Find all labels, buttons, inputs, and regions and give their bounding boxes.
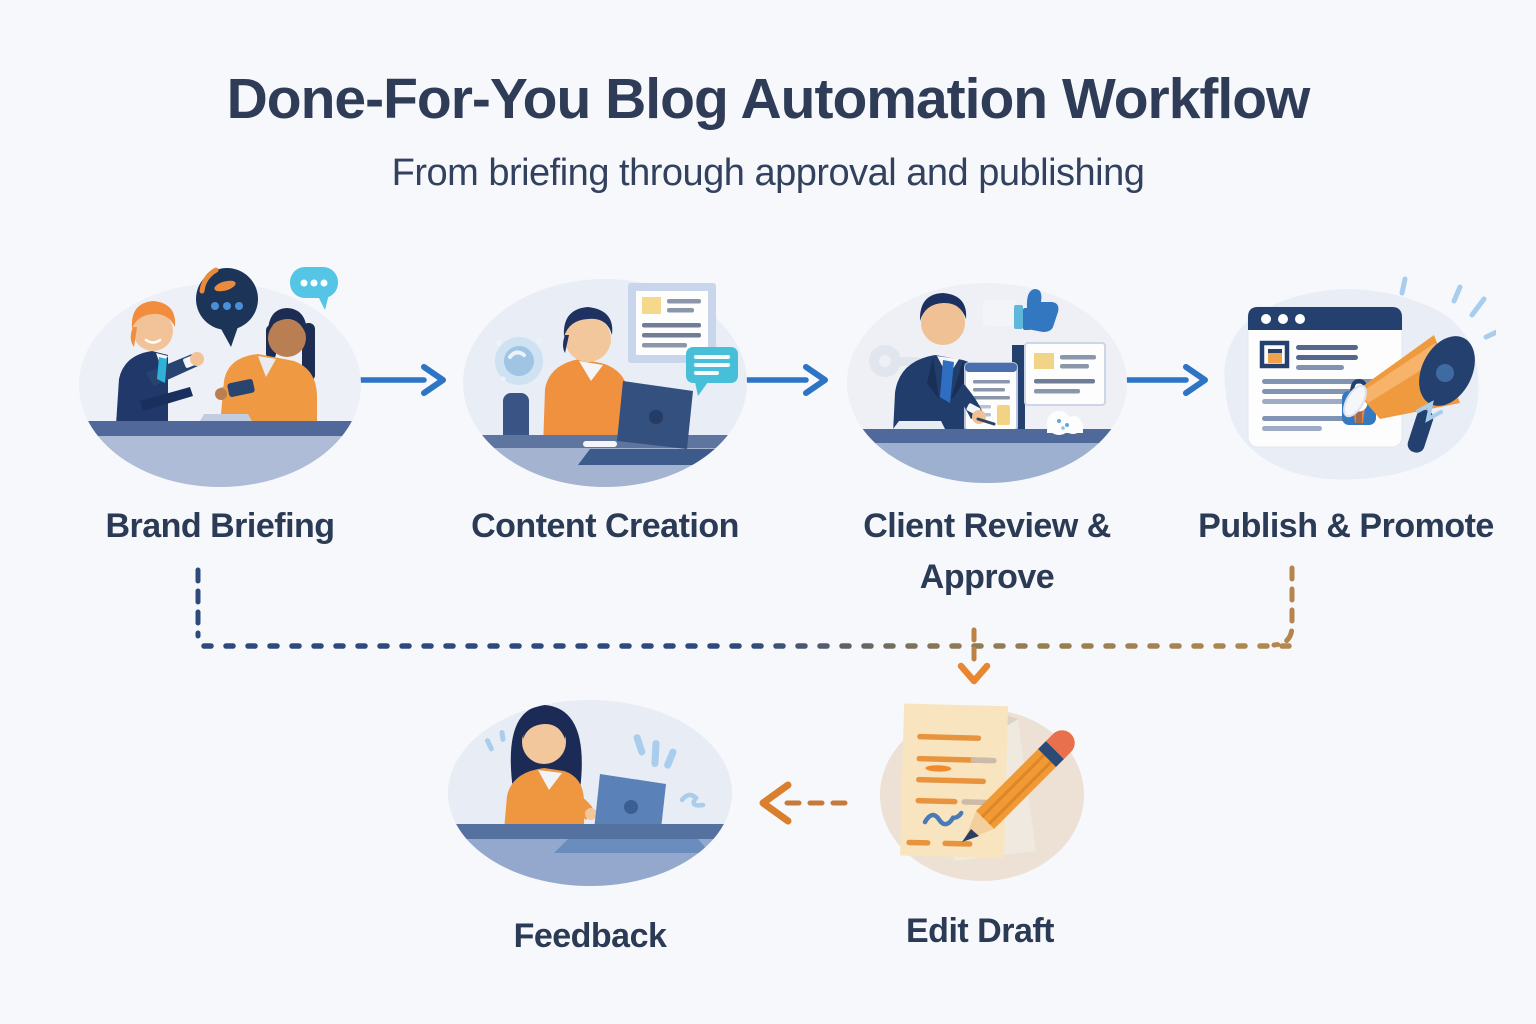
speech-bubble-dark-icon <box>196 267 258 347</box>
laptop-icon <box>578 381 729 465</box>
feedback-illustration <box>448 700 732 886</box>
document-panel <box>628 283 716 363</box>
edit-draft-illustration <box>880 703 1084 881</box>
edit-draft-drop-arrow <box>957 627 991 685</box>
thumbs-up-icon <box>983 289 1059 332</box>
chat-bubble-icon <box>686 347 738 396</box>
step-label-content-creation: Content Creation <box>471 507 739 545</box>
loop-line-right <box>1271 565 1295 648</box>
step-label-edit-draft: Edit Draft <box>906 912 1055 950</box>
megaphone-icon <box>1343 335 1475 453</box>
person-man <box>116 301 204 425</box>
step-edit-draft: Edit Draft <box>845 683 1115 957</box>
step-feedback: Feedback <box>430 688 750 962</box>
sound-rays <box>1399 276 1496 423</box>
header: Done-For-You Blog Automation Workflow Fr… <box>0 0 1536 195</box>
person-woman <box>215 308 317 425</box>
step-publish-promote: Publish & Promote <box>1178 253 1514 552</box>
client-review-illustration <box>847 283 1127 483</box>
page-title: Done-For-You Blog Automation Workflow <box>226 67 1311 131</box>
chair <box>503 393 529 445</box>
monitor-panel <box>1012 342 1106 429</box>
step-client-review: Client Review & Approve <box>822 253 1152 603</box>
content-creation-illustration <box>463 279 747 487</box>
step-brand-briefing: Brand Briefing <box>55 253 385 552</box>
desk <box>448 824 732 886</box>
brand-briefing-illustration <box>79 267 361 487</box>
step-label-client-review: Client Review & Approve <box>863 507 1111 596</box>
step-content-creation: Content Creation <box>440 253 770 552</box>
feedback-person <box>504 705 597 830</box>
feedback-return-arrow <box>759 781 848 825</box>
step-label-publish-promote: Publish & Promote <box>1198 507 1494 545</box>
cloud-icon <box>1047 411 1083 435</box>
reviewer-person <box>893 293 991 433</box>
draft-paper <box>900 703 1036 861</box>
desk <box>847 421 1127 483</box>
publish-promote-illustration <box>1224 276 1496 480</box>
ai-gear-icon <box>495 337 543 385</box>
step-label-brand-briefing: Brand Briefing <box>105 507 335 545</box>
laptop-icon <box>594 774 666 838</box>
pencil-icon <box>962 730 1075 842</box>
page-subtitle: From briefing through approval and publi… <box>391 152 1145 194</box>
desk <box>79 414 361 487</box>
sparkles <box>485 729 706 808</box>
reviewer-hand <box>955 383 996 426</box>
step-label-feedback: Feedback <box>513 917 667 955</box>
speech-bubble-teal-icon <box>290 267 338 310</box>
